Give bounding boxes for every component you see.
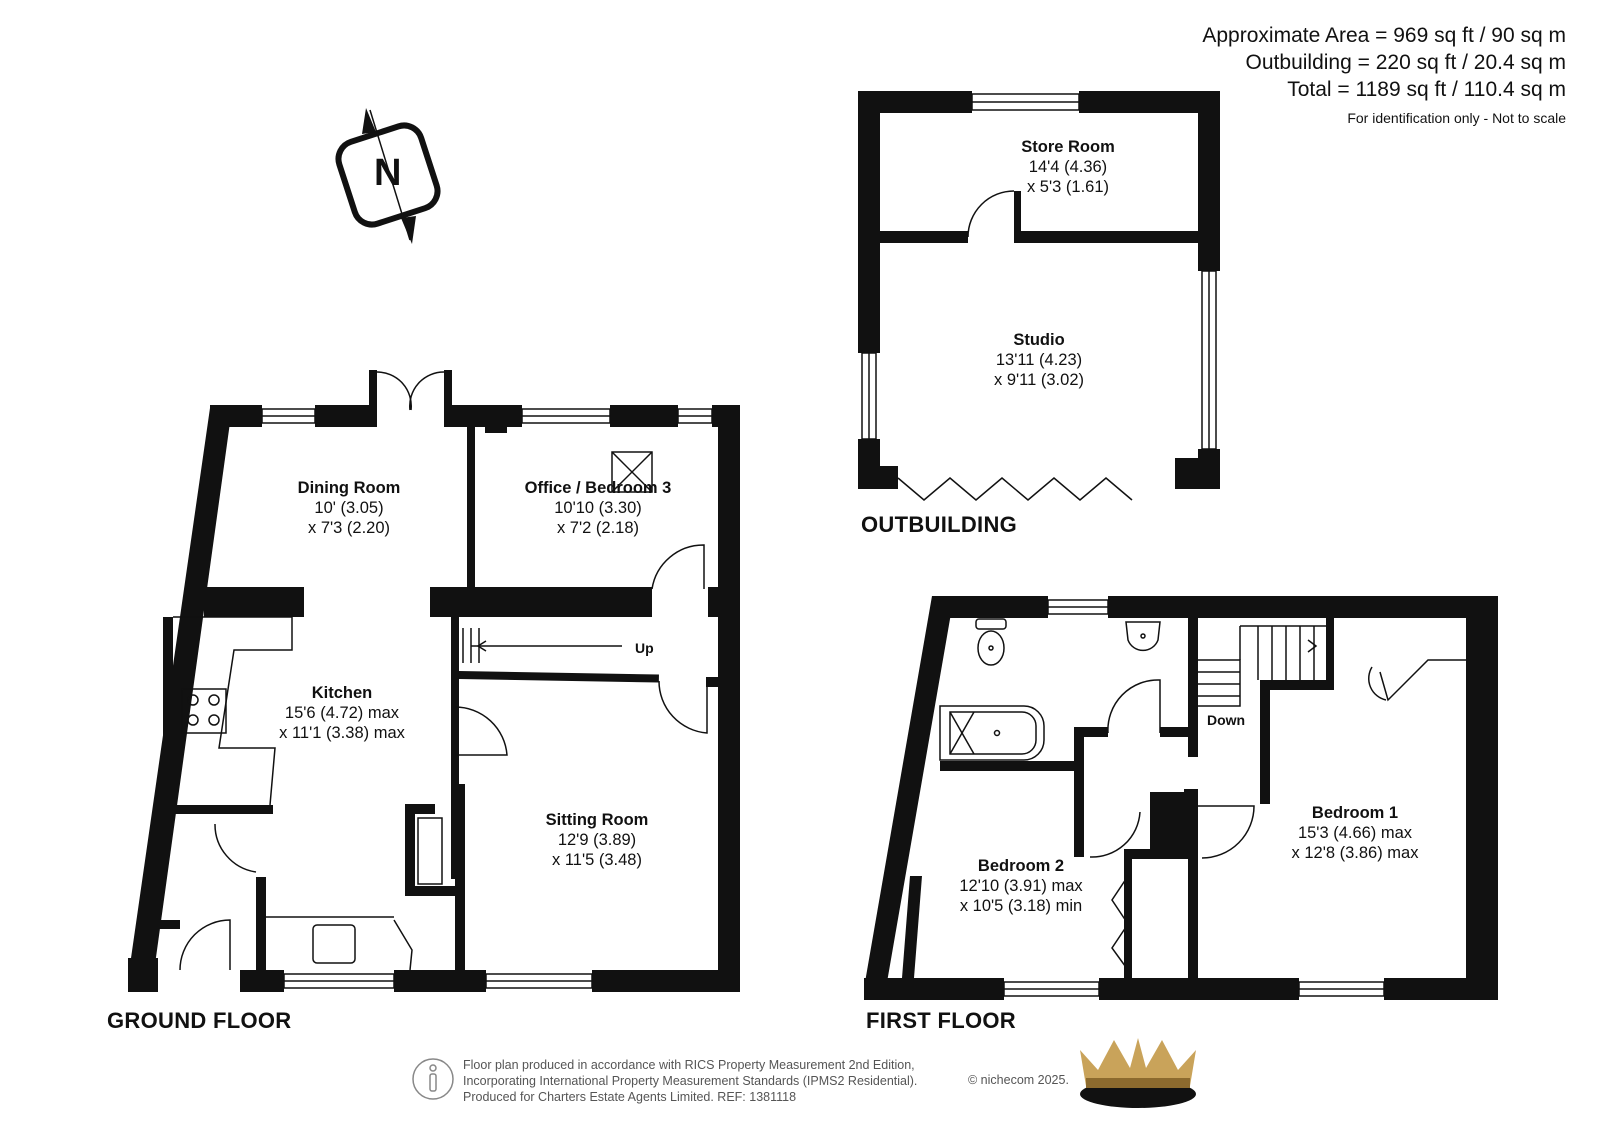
footer-line: Incorporating International Property Mea… [463,1074,918,1088]
room-dimension: 10'10 (3.30) [554,499,642,517]
room-dining: Dining Room 10' (3.05) x 7'3 (2.20) [298,478,401,538]
room-name: Dining Room [297,479,401,497]
room-dimension: 12'9 (3.89) [557,831,637,849]
room-dimension: 10' (3.05) [314,499,384,517]
stairs-down-label: Down [1207,712,1246,728]
room-dimension: x 5'3 (1.61) [1026,178,1110,196]
ground-floor-windows-doors [173,371,713,989]
room-kitchen: Kitchen 15'6 (4.72) max x 11'1 (3.38) ma… [279,683,405,743]
room-dimension: 15'3 (4.66) max [1297,824,1413,842]
first-floor-plan [864,596,1498,1000]
room-dimension: 12'10 (3.91) max [959,877,1083,895]
approx-area-text: Approximate Area = 969 sq ft / 90 sq m [1202,24,1566,47]
room-bedroom2: Bedroom 2 12'10 (3.91) max x 10'5 (3.18)… [959,856,1082,916]
compass-north-letter: N [374,152,402,194]
room-dimension: x 12'8 (3.86) max [1291,844,1419,862]
room-dimension: 14'4 (4.36) [1028,158,1108,176]
room-dimension: 13'11 (4.23) [995,351,1083,369]
room-dimension: x 7'3 (2.20) [307,519,391,537]
outbuilding-area-text: Outbuilding = 220 sq ft / 20.4 sq m [1245,51,1566,74]
rics-person-icon [412,1058,454,1100]
outbuilding-label: OUTBUILDING [861,512,1018,537]
room-name: Bedroom 1 [1311,804,1399,822]
ground-floor-label: GROUND FLOOR [107,1008,292,1033]
room-name: Office / Bedroom 3 [524,479,672,497]
room-dimension: x 11'5 (3.48) [552,851,642,869]
first-floor-windows-doors [939,599,1466,997]
room-name: Studio [1013,331,1065,349]
room-name: Bedroom 2 [977,857,1065,875]
footer-copyright: © nichecom 2025. [968,1073,1069,1087]
room-name: Store Room [1021,138,1115,156]
footer-line: Floor plan produced in accordance with R… [463,1058,915,1072]
room-dimension: x 7'2 (2.18) [556,519,640,537]
room-studio: Studio 13'11 (4.23) x 9'11 (3.02) [994,330,1084,390]
outbuilding-windows-doors [861,93,1217,501]
ground-floor-plan [128,370,740,992]
outbuilding-plan [858,91,1220,489]
room-name: Sitting Room [545,811,649,829]
north-compass-icon [335,108,441,244]
room-dimension: x 9'11 (3.02) [994,371,1084,389]
stairs-up-label: Up [635,640,654,656]
footer-line: Produced for Charters Estate Agents Limi… [463,1090,797,1104]
footer-disclaimer: Floor plan produced in accordance with R… [463,1057,917,1105]
room-dimension: 15'6 (4.72) max [284,704,400,722]
room-bedroom1: Bedroom 1 15'3 (4.66) max x 12'8 (3.86) … [1292,803,1419,863]
total-area-text: Total = 1189 sq ft / 110.4 sq m [1287,78,1566,101]
room-sitting: Sitting Room 12'9 (3.89) x 11'5 (3.48) [546,810,649,870]
room-dimension: x 10'5 (3.18) min [959,897,1083,915]
crown-logo-icon [1080,1038,1196,1108]
not-to-scale-note: For identification only - Not to scale [1347,110,1566,126]
first-floor-label: FIRST FLOOR [866,1008,1016,1033]
room-name: Kitchen [311,684,373,702]
room-dimension: x 11'1 (3.38) max [279,724,405,742]
room-office: Office / Bedroom 3 10'10 (3.30) x 7'2 (2… [525,478,672,538]
room-store: Store Room 14'4 (4.36) x 5'3 (1.61) [1021,137,1115,197]
